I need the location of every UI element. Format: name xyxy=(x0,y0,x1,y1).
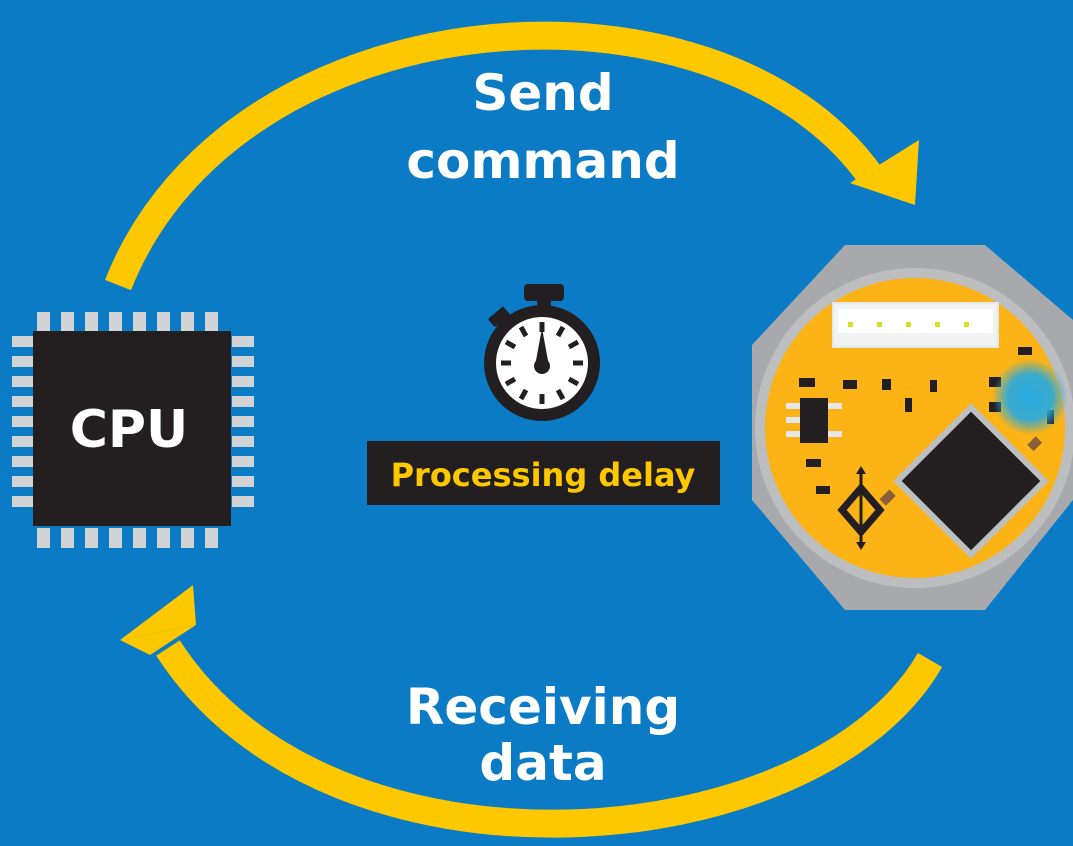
cpu-label: CPU xyxy=(70,400,189,460)
send-arrow xyxy=(104,21,919,291)
processing-delay-badge: Processing delay xyxy=(367,441,720,505)
board-logo xyxy=(837,470,885,546)
processing-delay-label: Processing delay xyxy=(391,456,696,494)
send-label-line1: Send xyxy=(472,64,613,122)
receive-label-line2: data xyxy=(479,734,606,792)
cpu-body xyxy=(33,331,231,526)
cpu-pins-left xyxy=(12,336,34,507)
receive-label-line1: Receiving xyxy=(406,678,680,736)
cpu-pins-top xyxy=(37,312,218,332)
receive-arrow xyxy=(120,585,943,838)
circuit-board-icon xyxy=(752,245,1073,610)
cpu-chip-icon: CPU xyxy=(12,312,254,548)
status-led xyxy=(992,359,1068,435)
stopwatch-icon xyxy=(484,284,600,421)
cpu-pins-bottom xyxy=(37,528,218,548)
send-label-line2: command xyxy=(406,132,679,190)
cpu-pins-right xyxy=(232,336,254,507)
